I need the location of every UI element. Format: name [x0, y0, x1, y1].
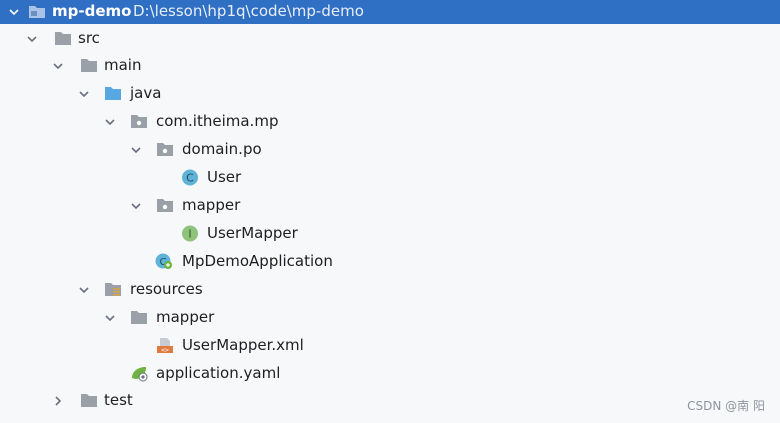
tree-row-mapper-folder[interactable]: mapper: [0, 304, 780, 331]
tree-item-label: src: [78, 29, 100, 47]
tree-row-java[interactable]: java: [0, 80, 780, 107]
folder-icon: [54, 30, 72, 47]
tree-row-package[interactable]: com.itheima.mp: [0, 108, 780, 135]
class-icon: C: [181, 169, 199, 186]
package-icon: [156, 197, 174, 214]
chevron-down-icon[interactable]: [50, 52, 66, 79]
tree-item-label: test: [104, 391, 133, 409]
watermark: CSDN @南 阳: [687, 399, 765, 413]
chevron-down-icon[interactable]: [76, 80, 92, 107]
xml-badge-text: <>: [161, 346, 169, 354]
tree-item-label: main: [104, 56, 142, 74]
chevron-down-icon[interactable]: [6, 0, 22, 25]
interface-icon: I: [181, 225, 199, 242]
tree-item-label: MpDemoApplication: [182, 252, 333, 270]
tree-row-domain-po[interactable]: domain.po: [0, 136, 780, 163]
tree-row-mapper-package[interactable]: mapper: [0, 192, 780, 219]
tree-row-src[interactable]: src: [0, 25, 780, 52]
package-icon: [130, 113, 148, 130]
package-icon: [156, 141, 174, 158]
folder-icon: [80, 57, 98, 74]
chevron-down-icon[interactable]: [76, 276, 92, 303]
tree-row-user-class[interactable]: C User: [0, 164, 780, 191]
chevron-right-icon[interactable]: [50, 387, 66, 414]
tree-item-label: User: [207, 168, 242, 186]
tree-item-label: UserMapper: [207, 224, 298, 242]
class-badge-letter: C: [186, 172, 194, 185]
tree-item-label: domain.po: [182, 140, 262, 158]
tree-row-main[interactable]: main: [0, 52, 780, 79]
interface-badge-letter: I: [188, 228, 191, 241]
tree-item-label: com.itheima.mp: [156, 112, 279, 130]
source-folder-icon: [104, 85, 122, 102]
tree-row-root[interactable]: mp-demo D:\lesson\hp1q\code\mp-demo: [0, 0, 780, 24]
tree-row-application-class[interactable]: C MpDemoApplication: [0, 248, 780, 275]
tree-item-label: java: [130, 84, 162, 102]
folder-icon: [80, 392, 98, 409]
next-row-fragment: [48, 418, 148, 423]
chevron-down-icon[interactable]: [102, 304, 118, 331]
chevron-down-icon[interactable]: [24, 25, 40, 52]
tree-item-label: UserMapper.xml: [182, 336, 304, 354]
tree-row-test[interactable]: test: [0, 387, 780, 414]
root-path: D:\lesson\hp1q\code\mp-demo: [133, 2, 364, 20]
root-label: mp-demo: [52, 2, 132, 20]
tree-item-label: resources: [130, 280, 203, 298]
spring-boot-class-icon: C: [155, 253, 173, 270]
chevron-down-icon[interactable]: [128, 192, 144, 219]
tree-item-label: mapper: [156, 308, 215, 326]
tree-item-label: mapper: [182, 196, 241, 214]
tree-row-usermapper-interface[interactable]: I UserMapper: [0, 220, 780, 247]
spring-config-icon: [130, 365, 148, 382]
chevron-down-icon[interactable]: [102, 108, 118, 135]
module-folder-icon: [28, 3, 46, 20]
chevron-down-icon[interactable]: [128, 136, 144, 163]
tree-row-resources[interactable]: resources: [0, 276, 780, 303]
resources-folder-icon: [104, 281, 122, 298]
tree-row-usermapper-xml[interactable]: <> UserMapper.xml: [0, 332, 780, 359]
tree-item-label: application.yaml: [156, 364, 281, 382]
svg-text:C: C: [160, 257, 167, 268]
folder-icon: [130, 309, 148, 326]
tree-row-application-yaml[interactable]: application.yaml: [0, 360, 780, 387]
xml-file-icon: <>: [156, 337, 174, 354]
